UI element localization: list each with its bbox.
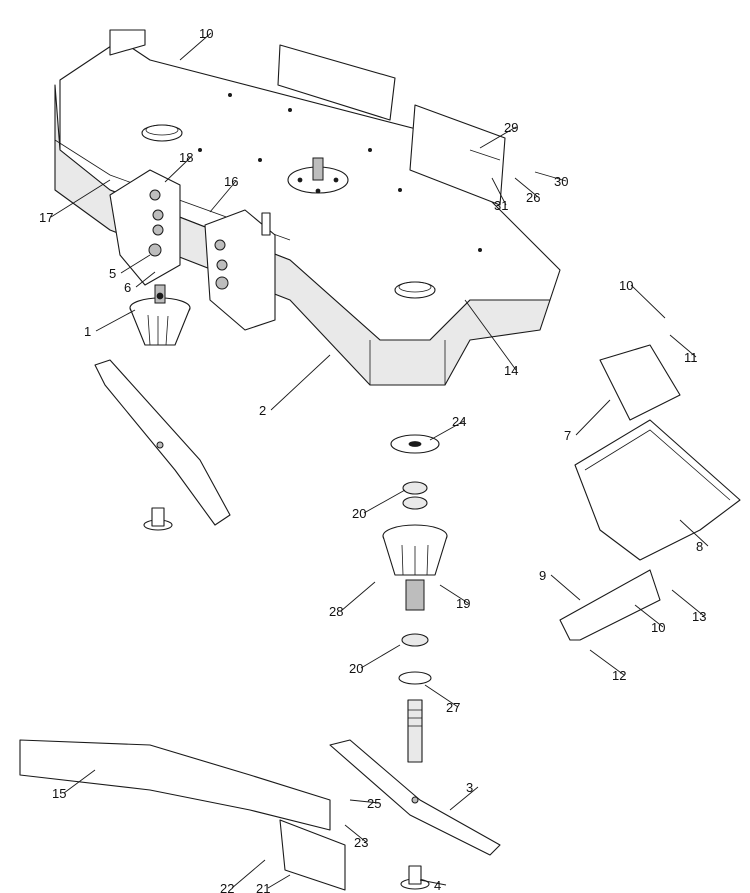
callout-label-11: 11 (684, 350, 698, 365)
callout-leader-9 (550, 574, 581, 601)
deflector-bracket (599, 344, 681, 421)
side-bracket-left (109, 169, 181, 286)
callout-label-25: 25 (367, 796, 381, 811)
callout-label-31: 31 (494, 198, 508, 213)
callout-label-23: 23 (354, 835, 368, 850)
callout-label-1: 1 (84, 324, 91, 339)
callout-label-19: 19 (456, 596, 470, 611)
callout-leader-27 (424, 684, 459, 708)
callout-leader-1 (95, 309, 136, 332)
callout-leader-23 (344, 824, 367, 843)
callout-leader-30 (534, 171, 567, 182)
callout-leader-5 (120, 254, 151, 274)
callout-label-20: 20 (352, 506, 366, 521)
blade-left (94, 359, 231, 531)
callout-label-15: 15 (52, 786, 66, 801)
callout-leader-28 (340, 581, 376, 612)
callout-label-16: 16 (224, 174, 238, 189)
callout-label-10: 10 (199, 26, 213, 41)
callout-leader-31 (491, 177, 507, 206)
callout-leader-16 (209, 180, 237, 213)
callout-leader-2 (270, 354, 331, 411)
callout-leader-24 (429, 420, 465, 441)
callout-label-3: 3 (466, 780, 473, 795)
callout-label-17: 17 (39, 210, 53, 225)
spindle-center-stack (382, 434, 448, 890)
callout-label-4: 4 (434, 878, 441, 893)
callout-label-26: 26 (526, 190, 540, 205)
callout-leader-11 (669, 334, 697, 358)
callout-leader-10 (630, 284, 666, 319)
callout-label-21: 21 (256, 881, 270, 893)
callout-leaders (50, 32, 709, 889)
spindle-left (129, 284, 191, 346)
callout-leader-13 (671, 589, 705, 617)
callout-leader-6 (135, 271, 156, 288)
callout-leader-18 (164, 156, 192, 183)
side-bracket-right (204, 209, 276, 331)
callout-label-9: 9 (539, 568, 546, 583)
callout-label-10: 10 (651, 620, 665, 635)
callout-label-18: 18 (179, 150, 193, 165)
callout-leader-20 (363, 489, 406, 514)
baffle-plate (277, 44, 506, 206)
shield-bracket (279, 819, 346, 891)
callout-leader-15 (63, 769, 96, 794)
callout-label-6: 6 (124, 280, 131, 295)
callout-leader-12 (589, 649, 625, 676)
callout-label-28: 28 (329, 604, 343, 619)
callout-leader-7 (575, 399, 611, 436)
callout-label-10: 10 (619, 278, 633, 293)
discharge-chute (574, 419, 741, 561)
blade-right (329, 739, 501, 856)
callout-label-8: 8 (696, 539, 703, 554)
callout-label-24: 24 (452, 414, 466, 429)
callout-label-27: 27 (446, 700, 460, 715)
callout-label-14: 14 (504, 363, 518, 378)
callout-leader-8 (679, 519, 709, 547)
callout-leader-26 (514, 177, 539, 198)
callout-leader-3 (449, 786, 479, 811)
callout-leader-10 (634, 604, 664, 628)
callout-leader-21 (267, 874, 291, 889)
callout-label-30: 30 (554, 174, 568, 189)
callout-leader-14 (464, 299, 517, 371)
callout-labels: 1018161756122930263114101172420891310121… (39, 26, 706, 893)
callout-label-13: 13 (692, 609, 706, 624)
callout-label-20: 20 (349, 661, 363, 676)
callout-label-2: 2 (259, 403, 266, 418)
callout-leader-17 (50, 179, 111, 218)
callout-label-12: 12 (612, 668, 626, 683)
callout-leader-19 (439, 584, 469, 604)
callout-label-5: 5 (109, 266, 116, 281)
callout-leader-25 (349, 799, 380, 804)
chute-hinge-bracket (559, 569, 661, 641)
belt-shield (19, 739, 331, 831)
callout-leader-10 (179, 32, 212, 61)
callout-leader-4 (419, 879, 447, 886)
callout-label-29: 29 (504, 120, 518, 135)
callout-leader-22 (231, 859, 266, 889)
callout-label-22: 22 (220, 881, 234, 893)
callout-label-7: 7 (564, 428, 571, 443)
callout-leader-29 (479, 126, 517, 149)
callout-leader-20 (360, 644, 401, 669)
